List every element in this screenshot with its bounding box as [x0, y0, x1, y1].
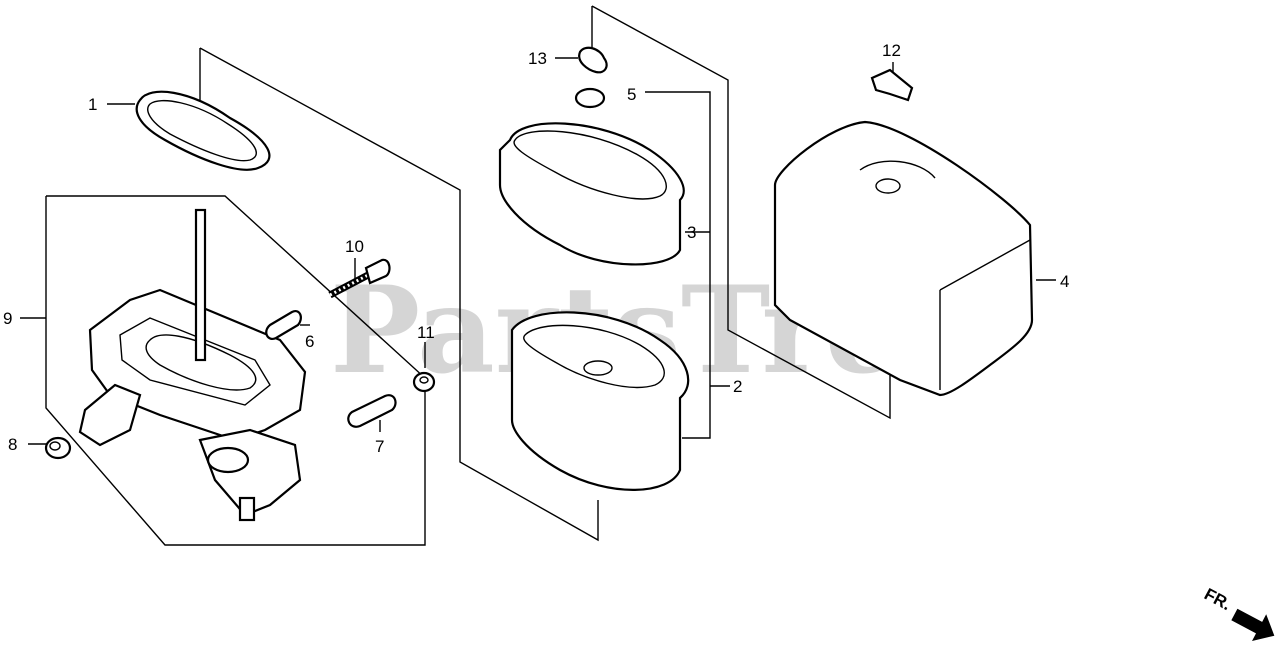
callout-5: 5: [627, 85, 636, 104]
air-cleaner-cover: [773, 120, 1034, 397]
front-orientation-marker: FR.: [1201, 585, 1275, 641]
air-cleaner-base: [78, 208, 307, 522]
callout-6: 6: [305, 332, 314, 351]
callout-8: 8: [8, 435, 17, 454]
callout-1: 1: [88, 95, 97, 114]
wing-clip: [578, 46, 608, 74]
callout-4: 4: [1060, 272, 1069, 291]
fr-label: FR.: [1201, 585, 1234, 615]
gasket-ring: [135, 90, 271, 171]
callout-9: 9: [3, 309, 12, 328]
callout-7: 7: [375, 437, 384, 456]
nut: [412, 371, 436, 393]
callout-11: 11: [417, 323, 435, 342]
collar-lower: [347, 394, 397, 428]
leader-lines: [20, 5, 1056, 546]
flange-bolt: [328, 258, 391, 299]
callout-2: 2: [733, 377, 742, 396]
callout-numbers: 1 2 3 4 5 6 7 8 9 10 11 12 13: [3, 41, 1069, 456]
washer: [44, 436, 72, 460]
front-arrow-icon: [1231, 608, 1275, 641]
grommet: [574, 87, 606, 109]
paper-filter-element: [510, 311, 690, 491]
foam-pre-filter: [498, 122, 685, 266]
wing-nut: [870, 68, 914, 102]
callout-3: 3: [687, 223, 696, 242]
callout-10: 10: [345, 237, 364, 256]
callout-13: 13: [528, 49, 547, 68]
collar-upper: [265, 310, 302, 340]
callout-12: 12: [882, 41, 901, 60]
